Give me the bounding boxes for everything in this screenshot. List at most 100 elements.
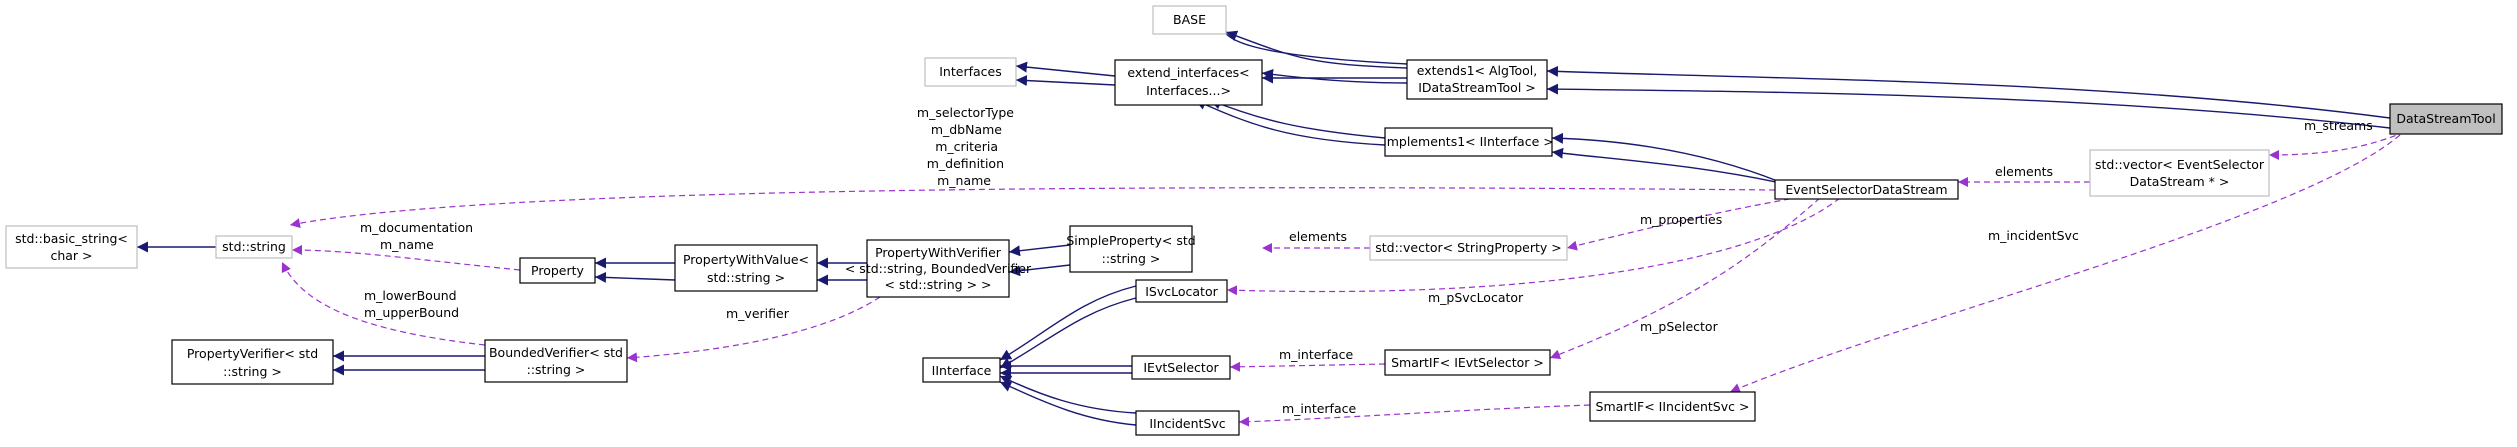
edge-iincidentsvc-to-iinterface-2 [999,381,1137,426]
label-string-member-1: m_dbName [931,122,1002,137]
nodes: BASE Interfaces extend_interfaces< Inter… [5,5,2503,436]
node-boundedverifier[interactable]: BoundedVerifier< std ::string > [484,339,628,383]
svg-text:std::basic_string<: std::basic_string< [15,231,128,246]
node-interfaces[interactable]: Interfaces [924,57,1017,87]
edge-simpleproperty-to-pwverifier-2 [1008,264,1071,277]
edge-esds-to-extends1 [1551,147,1791,186]
svg-text:IEvtSelector: IEvtSelector [1143,360,1219,375]
node-property[interactable]: Property [519,257,596,284]
node-ievtselector[interactable]: IEvtSelector [1131,355,1231,380]
svg-text:< std::string > >: < std::string > > [885,277,992,292]
svg-text:SimpleProperty< std: SimpleProperty< std [1066,233,1195,248]
node-propertywithverifier[interactable]: PropertyWithVerifier < std::string, Boun… [845,239,1032,298]
edge-m-interface-evt [1229,361,1386,372]
svg-text:PropertyVerifier< std: PropertyVerifier< std [187,346,318,361]
edge-extend-interfaces-to-interfaces-2 [1015,75,1116,87]
edge-simpleproperty-to-pwverifier [1008,244,1071,257]
usage-edges [281,131,2406,427]
node-propertywithvalue[interactable]: PropertyWithValue< std::string > [674,244,818,292]
label-string-member-4: m_name [937,173,991,188]
svg-text:::string >: ::string > [1102,251,1161,266]
edge-m-incidentsvc [1729,134,2401,393]
label-m-pselector: m_pSelector [1640,319,1719,334]
svg-text:ISvcLocator: ISvcLocator [1145,284,1218,299]
svg-text:std::string >: std::string > [707,270,785,285]
svg-text:PropertyWithValue<: PropertyWithValue< [683,252,809,267]
node-base[interactable]: BASE [1152,5,1227,35]
svg-text:BoundedVerifier< std: BoundedVerifier< std [489,345,623,360]
node-std-string[interactable]: std::string [215,235,293,259]
label-property-member-1: m_name [380,237,434,252]
node-iincidentsvc[interactable]: IIncidentSvc [1135,410,1240,436]
node-basic-string[interactable]: std::basic_string< char > [5,225,138,269]
svg-text:PropertyWithVerifier: PropertyWithVerifier [875,245,1002,260]
edge-implements1-to-extend-interfaces-2 [1194,99,1386,146]
edge-extends1-to-extend-interfaces-2 [1261,68,1408,84]
edge-iincidentsvc-to-iinterface [999,375,1137,414]
label-m-psvclocator: m_pSvcLocator [1428,290,1524,305]
svg-text:BASE: BASE [1173,12,1206,27]
label-string-member-2: m_criteria [935,139,998,154]
edge-m-streams [2268,131,2406,160]
svg-text:IInterface: IInterface [932,363,992,378]
edge-datastreamtool-to-extends1 [1546,65,2391,119]
label-m-incidentsvc: m_incidentSvc [1988,228,2079,243]
node-smartif-iincidentsvc[interactable]: SmartIF< IIncidentSvc > [1589,391,1756,422]
svg-text:SmartIF< IIncidentSvc >: SmartIF< IIncidentSvc > [1596,399,1750,414]
edge-isvclocator-to-iinterface-2 [999,297,1137,369]
node-propertyverifier[interactable]: PropertyVerifier< std ::string > [171,339,334,385]
node-simpleproperty[interactable]: SimpleProperty< std ::string > [1066,225,1196,273]
label-string-member-0: m_selectorType [917,105,1014,120]
node-vector-stringproperty[interactable]: std::vector< StringProperty > [1369,235,1568,261]
svg-text:::string >: ::string > [527,362,586,377]
edge-implements1-to-extend-interfaces [1209,98,1386,139]
svg-text:extend_interfaces<: extend_interfaces< [1127,65,1249,80]
svg-text:Interfaces: Interfaces [939,64,1001,79]
label-string-member-3: m_definition [927,156,1004,171]
node-datastreamtool[interactable]: DataStreamTool [2389,103,2503,135]
label-elements-simple: elements [1289,229,1347,244]
inheritance-edges [137,16,2391,426]
edge-extends1-to-base-2 [1225,30,1408,69]
svg-text:Property: Property [531,263,584,278]
edge-isvclocator-to-iinterface [999,285,1137,361]
edge-pwvalue-to-property-2 [594,271,676,283]
svg-text:SmartIF< IEvtSelector >: SmartIF< IEvtSelector > [1391,355,1544,370]
edge-labels: m_streams elements m_selectorType m_dbNa… [360,105,2373,416]
svg-text:IDataStreamTool >: IDataStreamTool > [1418,80,1536,95]
edge-bound-members [281,261,486,346]
edge-property-members [291,245,521,271]
svg-text:DataStreamTool: DataStreamTool [2396,111,2495,126]
node-isvclocator[interactable]: ISvcLocator [1135,279,1228,303]
label-m-properties: m_properties [1640,212,1722,227]
edge-string-members [289,187,1776,229]
svg-text:std::vector< StringProperty >: std::vector< StringProperty > [1375,240,1562,255]
edge-m-verifier [626,296,881,363]
edge-m-pselector [1549,197,1821,360]
label-property-member-0: m_documentation [360,220,473,235]
node-extend-interfaces[interactable]: extend_interfaces< Interfaces...> [1114,59,1263,106]
svg-text:std::vector< EventSelector: std::vector< EventSelector [2095,157,2265,172]
label-m-streams: m_streams [2304,118,2373,133]
edge-datastreamtool-to-extends1-2 [1546,83,2391,129]
node-smartif-ievtselector[interactable]: SmartIF< IEvtSelector > [1384,349,1551,376]
svg-text:DataStream * >: DataStream * > [2130,174,2230,189]
label-bound-member-1: m_upperBound [364,305,459,320]
svg-text:implements1< IInterface >: implements1< IInterface > [1383,134,1553,149]
node-extends1[interactable]: extends1< AlgTool, IDataStreamTool > [1406,59,1548,100]
edge-esds-to-implements1 [1551,132,1781,183]
node-eventselectordatastream[interactable]: EventSelectorDataStream [1774,179,1959,200]
node-iinterface[interactable]: IInterface [922,357,1001,383]
label-m-verifier: m_verifier [726,306,790,321]
label-m-interface-evt: m_interface [1279,347,1353,362]
node-vector-esds[interactable]: std::vector< EventSelector DataStream * … [2089,149,2270,197]
svg-text:Interfaces...>: Interfaces...> [1146,83,1231,98]
edge-m-interface-inc [1238,404,1591,427]
node-implements1[interactable]: implements1< IInterface > [1383,127,1554,157]
svg-text:char >: char > [50,248,92,263]
label-bound-member-0: m_lowerBound [364,288,457,303]
edge-extend-interfaces-to-interfaces [1015,61,1116,77]
svg-text:::string >: ::string > [223,364,282,379]
svg-text:extends1< AlgTool,: extends1< AlgTool, [1417,63,1537,78]
